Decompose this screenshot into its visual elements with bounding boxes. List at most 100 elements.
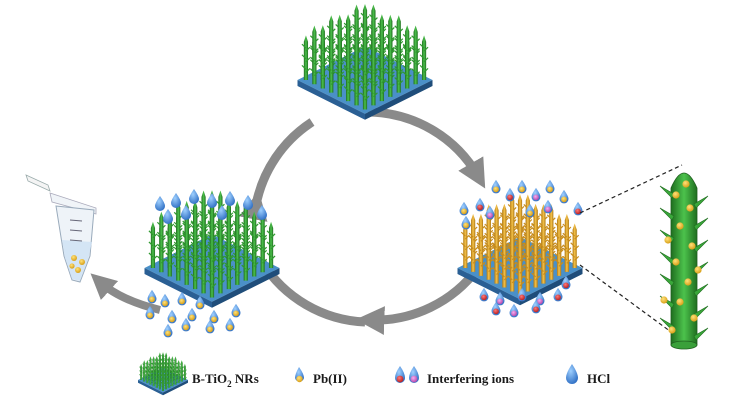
legend-interfering-icon [395, 366, 419, 383]
hcl-droplet [225, 191, 235, 206]
nanorod [249, 222, 259, 277]
red-droplet [479, 287, 489, 302]
red-droplet [553, 287, 563, 302]
nanorod [546, 233, 556, 280]
nanorod [377, 56, 387, 102]
nanorod [402, 36, 412, 89]
hcl-droplet [181, 205, 191, 220]
pink-droplet [509, 303, 519, 318]
nanorod [394, 46, 404, 93]
nanorod [562, 223, 572, 272]
nanorod-array-left [144, 190, 280, 308]
nanorod [301, 35, 311, 80]
pink-droplet [531, 187, 541, 202]
nanorod-array-right [457, 194, 583, 306]
nanorod [343, 56, 353, 102]
pb-ion [676, 222, 684, 230]
nanorod [182, 363, 187, 380]
red-droplet [573, 201, 583, 216]
pb-droplet [145, 305, 155, 320]
pb-ion [676, 298, 684, 306]
nanorod [468, 223, 478, 272]
nanorod [385, 46, 395, 97]
pb-droplet [187, 307, 197, 322]
nanorod [167, 371, 172, 388]
legend: B-TiO2 NRs Pb(II) Interfering ions HCl [138, 352, 611, 396]
nanorod [499, 242, 509, 288]
nanorod [554, 223, 564, 276]
nanorod [207, 243, 217, 298]
red-droplet [491, 301, 501, 316]
pink-droplet [535, 291, 545, 306]
substrate-side-right [212, 268, 280, 308]
nanorod [139, 363, 144, 380]
nanorod [360, 57, 370, 110]
nanorod [352, 56, 361, 106]
hcl-droplet [257, 205, 267, 220]
pb-droplet [160, 293, 170, 308]
nanorod [507, 243, 517, 292]
pb-ion [688, 242, 696, 250]
pb-ion [690, 314, 698, 322]
pb-droplet [225, 317, 235, 332]
nanorod [523, 243, 533, 292]
hcl-droplet [189, 189, 199, 204]
nanorod [539, 233, 548, 284]
arrow-to-tube [90, 273, 161, 314]
nanorod [156, 222, 166, 273]
nanorod [484, 233, 494, 280]
legend-label-btio2: B-TiO2 NRs [192, 371, 259, 389]
pb-ion [672, 258, 680, 266]
legend-label-hcl: HCl [587, 371, 611, 386]
cycle-arrows [90, 107, 486, 335]
legend-pb-icon [295, 367, 304, 383]
pb-ion [682, 180, 690, 188]
pb-ion [660, 296, 668, 304]
pb-droplet [147, 289, 157, 304]
pb-ion [664, 236, 672, 244]
nanorod [216, 243, 225, 294]
legend-nanorod-icon [138, 352, 188, 396]
pb-droplet [545, 179, 555, 194]
hcl-droplet [155, 196, 165, 211]
hcl-droplet [171, 193, 181, 208]
red-droplet [561, 275, 571, 290]
pb-droplet [525, 203, 535, 218]
nanorod [492, 233, 501, 284]
nanorod [460, 223, 470, 268]
nanorod [266, 221, 276, 268]
nanorod [148, 221, 158, 268]
nanorod [241, 232, 251, 281]
nanorod [190, 242, 200, 290]
red-droplet [517, 287, 527, 302]
pb-ion [668, 326, 676, 334]
red-droplet [475, 197, 485, 212]
pb-droplet [177, 291, 187, 306]
pb-droplet [181, 317, 191, 332]
substrate-side-left [138, 380, 163, 396]
nanorod [224, 242, 234, 290]
nanorod [515, 243, 525, 296]
legend-label-interfering: Interfering ions [427, 371, 514, 386]
substrate-side-left [457, 268, 520, 306]
pb-droplet [167, 309, 177, 324]
nanorod [161, 371, 165, 391]
hcl-droplet [217, 205, 227, 220]
pink-droplet [485, 205, 495, 220]
nanorod-array-top [297, 3, 433, 120]
nanorod [476, 223, 486, 276]
nanorod [154, 371, 159, 388]
pb-droplet [491, 179, 501, 194]
pb-droplet [205, 319, 215, 334]
hcl-droplet [243, 195, 253, 210]
substrate-side-left [297, 80, 365, 120]
pink-droplet [495, 291, 505, 306]
nanorod [182, 232, 192, 285]
nanorod [335, 46, 345, 97]
nanorod [318, 36, 328, 89]
pb-droplet [559, 189, 569, 204]
pb-droplet [459, 201, 469, 216]
nanorod [173, 232, 183, 281]
nanorod [419, 35, 429, 80]
pb-ion [672, 191, 680, 199]
